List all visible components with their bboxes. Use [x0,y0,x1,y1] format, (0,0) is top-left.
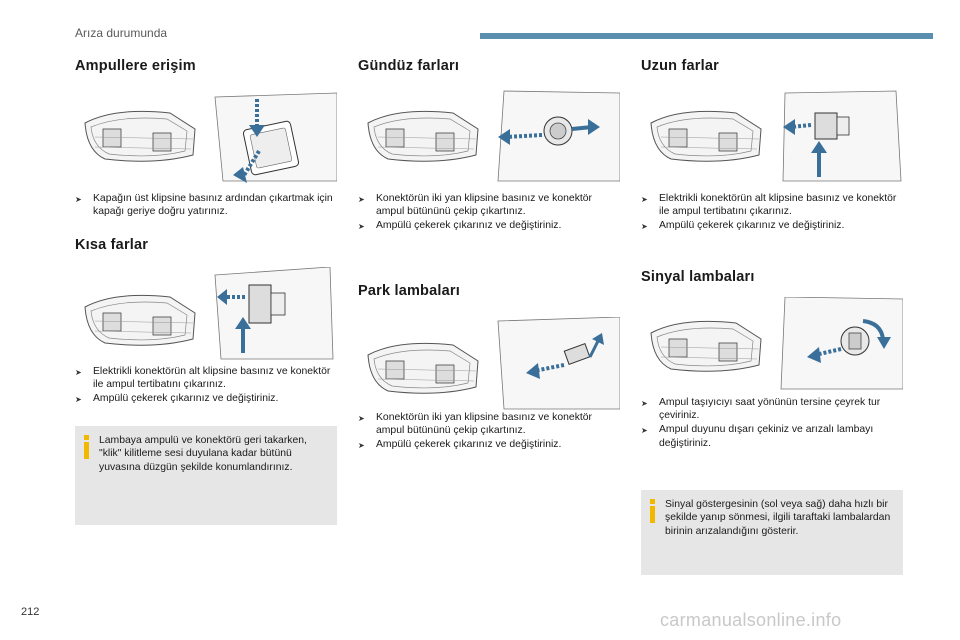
info-note-sinyal-lambalari: Sinyal göstergesinin (sol veya sağ) daha… [641,490,903,575]
bullet-marker-icon: ➤ [358,414,365,423]
list-item: ➤Ampülü çekerek çıkarınız ve değiştirini… [75,392,337,406]
section-title-sinyal-lambalari: Sinyal lambaları [641,269,755,285]
illustration-park-lambalari [367,317,620,410]
section-title-gunduz-farlari: Gündüz farları [358,58,460,74]
page-number: 212 [21,606,40,618]
illustration-gunduz-farlari [367,90,620,182]
list-item: ➤Ampülü çekerek çıkarınız ve değiştirini… [358,438,620,452]
bullet-list-uzun-farlar: ➤Elektrikli konektörün alt klipsine bası… [641,192,903,235]
bullet-list-park-lambalari: ➤Konektörün iki yan klipsine basınız ve … [358,411,620,454]
bullet-marker-icon: ➤ [358,441,365,451]
bullet-list-gunduz-farlari: ➤Konektörün iki yan klipsine basınız ve … [358,192,620,235]
bullet-marker-icon: ➤ [641,195,648,204]
bullet-marker-icon: ➤ [358,195,365,204]
bullet-list-ampul-erisim: ➤Kapağın üst klipsine basınız ardından ç… [75,192,337,219]
bullet-marker-icon: ➤ [641,399,648,408]
bullet-list-kisa-farlar: ➤Elektrikli konektörün alt klipsine bası… [75,365,337,408]
watermark: carmanualsonline.info [660,610,842,630]
list-item: ➤Ampul taşıyıcıyı saat yönünün tersine ç… [641,397,881,422]
illustration-sinyal-lambalari [650,297,903,390]
bullet-list-sinyal-lambalari: ➤Ampul taşıyıcıyı saat yönünün tersine ç… [641,396,903,451]
bullet-marker-icon: ➤ [641,426,648,436]
bullet-marker-icon: ➤ [641,222,648,232]
illustration-uzun-farlar [650,90,902,182]
list-item: ➤Ampülü çekerek çıkarınız ve değiştirini… [358,219,620,233]
list-item: ➤Ampul duyunu dışarı çekiniz ve arızalı … [641,424,874,449]
section-title-ampul-erisim: Ampullere erişim [75,58,196,74]
list-item: ➤Ampülü çekerek çıkarınız ve değiştirini… [641,219,903,233]
list-item: ➤Elektrikli konektörün alt klipsine bası… [641,193,897,218]
bullet-marker-icon: ➤ [358,222,365,232]
illustration-kisa-farlar [84,267,334,360]
running-header: Arıza durumunda [75,26,168,40]
list-item: ➤Elektrikli konektörün alt klipsine bası… [75,366,331,391]
header-accent-bar [480,33,933,39]
info-note-kisa-farlar: Lambaya ampulü ve konektörü geri takarke… [75,426,337,525]
bullet-marker-icon: ➤ [75,195,82,204]
section-title-uzun-farlar: Uzun farlar [641,58,719,74]
info-icon [84,435,89,459]
section-title-kisa-farlar: Kısa farlar [75,237,149,253]
list-item: ➤Konektörün iki yan klipsine basınız ve … [358,193,593,218]
illustration-ampul-erisim [84,92,337,183]
list-item: ➤Kapağın üst klipsine basınız ardından ç… [75,193,333,218]
list-item: ➤Konektörün iki yan klipsine basınız ve … [358,412,593,437]
section-title-park-lambalari: Park lambaları [358,283,460,299]
info-icon [650,499,655,523]
bullet-marker-icon: ➤ [75,368,82,377]
bullet-marker-icon: ➤ [75,395,82,405]
